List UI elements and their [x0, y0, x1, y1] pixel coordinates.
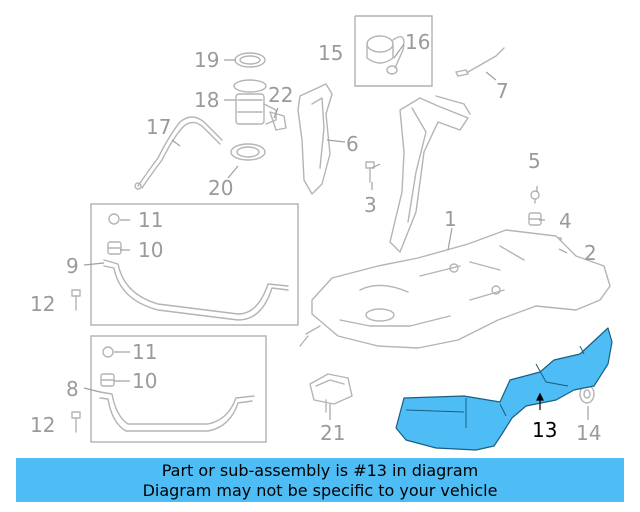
callout-17: 17: [146, 115, 171, 139]
callout-12-upper: 12: [30, 292, 55, 316]
part-16-fuel-cap: [366, 35, 405, 75]
part-12-bolt-upper: [71, 289, 81, 311]
callout-6: 6: [346, 132, 359, 156]
box-8-frame: [90, 335, 267, 443]
part-8-strap: [99, 391, 255, 432]
filler-pipe: [389, 95, 471, 253]
callout-7: 7: [496, 79, 509, 103]
callout-14: 14: [576, 421, 601, 445]
callout-4: 4: [559, 209, 572, 233]
part-7-sensor: [455, 47, 505, 77]
callout-10-lower: 10: [132, 369, 157, 393]
callout-12-lower: 12: [30, 413, 55, 437]
part-18-fuel-pump-module: [233, 79, 277, 125]
part-22-bracket: [269, 111, 287, 131]
callout-9: 9: [66, 254, 79, 278]
callout-5: 5: [528, 149, 541, 173]
callout-8: 8: [66, 377, 79, 401]
part-20-ring: [230, 143, 266, 161]
leader-lines: [83, 43, 589, 420]
part-11-clip-lower: [102, 346, 114, 358]
part-1-fuel-tank: [299, 229, 611, 349]
part-21-bracket: [309, 373, 353, 413]
callout-15: 15: [318, 41, 343, 65]
callout-18: 18: [194, 88, 219, 112]
info-banner: Part or sub-assembly is #13 in diagram D…: [16, 458, 624, 502]
callout-20: 20: [208, 176, 233, 200]
callout-11-upper: 11: [138, 208, 163, 232]
part-19-seal-ring: [234, 52, 266, 68]
part-11-clip-upper: [108, 213, 120, 225]
callout-3: 3: [364, 193, 377, 217]
part-13-heat-shield-highlighted: [395, 327, 613, 451]
callout-21: 21: [320, 421, 345, 445]
callout-13: 13: [532, 418, 557, 442]
part-6-shield: [297, 83, 333, 195]
callout-19: 19: [194, 48, 219, 72]
callout-2: 2: [584, 241, 597, 265]
part-17-hose: [134, 116, 223, 190]
callout-11-lower: 11: [132, 340, 157, 364]
callout-10-upper: 10: [138, 238, 163, 262]
part-4-grommet: [528, 212, 542, 226]
banner-line-2: Diagram may not be specific to your vehi…: [142, 481, 498, 500]
callout-22: 22: [268, 83, 293, 107]
box-15-frame: [354, 15, 433, 87]
banner-line-1: Part or sub-assembly is #13 in diagram: [161, 461, 479, 480]
part-9-strap: [103, 259, 289, 321]
part-10-grommet-lower: [100, 373, 115, 387]
part-5-nut: [530, 190, 540, 204]
callout-16: 16: [405, 30, 430, 54]
callout-1: 1: [444, 207, 457, 231]
box-9-frame: [90, 203, 299, 326]
part-10-grommet-upper: [107, 241, 122, 255]
part-12-bolt-lower: [71, 411, 81, 433]
part-3-bolt: [365, 161, 381, 183]
